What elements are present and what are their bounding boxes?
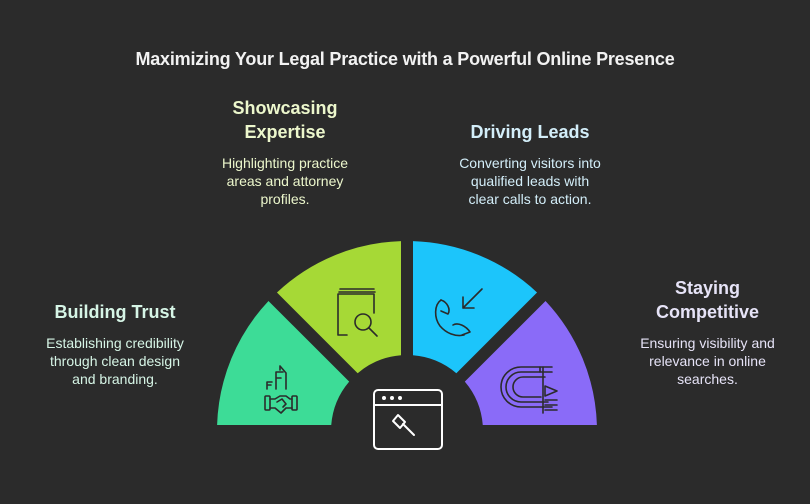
heading-line: Competitive [655, 302, 760, 322]
diagram-title: Maximizing Your Legal Practice with a Po… [135, 49, 675, 69]
segment-heading: Building Trust [54, 302, 176, 322]
desc-line: through clean design [50, 353, 180, 369]
segment-text-staying-competitive: Staying Competitive Ensuring visibility … [620, 276, 795, 388]
heading-line: Expertise [244, 122, 326, 142]
desc-line: Highlighting practice [221, 155, 349, 171]
heading-line: Staying [674, 278, 740, 298]
book-search-icon [337, 288, 378, 337]
segment-description: Ensuring visibility and relevance in onl… [620, 334, 795, 388]
desc-line: Establishing credibility [46, 335, 184, 351]
desc-line: qualified leads with [470, 173, 590, 189]
segment-text-building-trust: Building Trust Establishing credibility … [20, 300, 210, 388]
handshake-building-icon [264, 365, 298, 414]
desc-line: areas and attorney [226, 173, 344, 189]
desc-line: clear calls to action. [468, 191, 592, 207]
desc-line: relevance in online [649, 353, 766, 369]
fan-segment-leads [412, 241, 538, 374]
incoming-call-icon [434, 288, 483, 337]
segment-heading: Driving Leads [470, 122, 590, 142]
segment-description: Establishing credibility through clean d… [20, 334, 210, 388]
browser-gavel-icon [373, 389, 443, 450]
segment-description: Highlighting practice areas and attorney… [200, 154, 370, 208]
desc-line: Converting visitors into [459, 155, 601, 171]
desc-line: searches. [677, 371, 738, 387]
desc-line: Ensuring visibility and [640, 335, 775, 351]
race-track-flag-icon [500, 366, 558, 414]
fan-segment-trust [217, 300, 350, 426]
desc-line: profiles. [260, 191, 310, 207]
heading-line: Showcasing [232, 98, 338, 118]
fan-segment-competitive [464, 300, 597, 426]
segment-heading: Staying Competitive [620, 276, 795, 324]
fan-segment-expertise [276, 241, 402, 374]
desc-line: and branding. [72, 371, 158, 387]
segment-heading: Showcasing Expertise [200, 96, 370, 144]
segment-description: Converting visitors into qualified leads… [430, 154, 630, 208]
segment-text-driving-leads: Driving Leads Converting visitors into q… [430, 120, 630, 208]
segment-text-showcasing-expertise: Showcasing Expertise Highlighting practi… [200, 96, 370, 208]
